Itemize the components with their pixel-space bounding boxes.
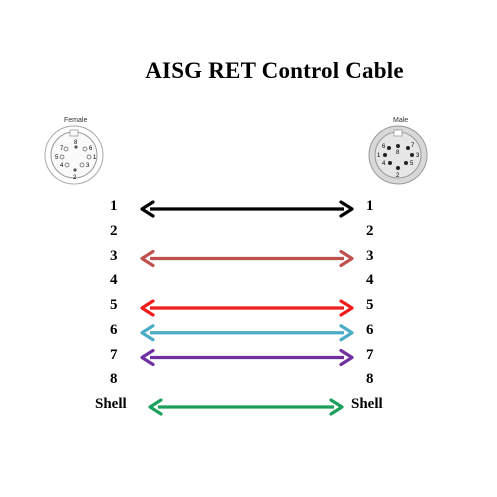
male-pin-label: 8: [396, 150, 400, 156]
wire-arrow: [148, 398, 344, 416]
male-connector-label: Male: [393, 117, 409, 124]
wire-arrow: [140, 200, 354, 218]
right-pin-label: 8: [366, 371, 374, 388]
left-pin-label: 5: [110, 297, 118, 313]
female-connector-label: Female: [64, 117, 88, 124]
female-pin-label: 4: [60, 163, 64, 169]
left-pin-label: 2: [110, 222, 118, 239]
right-pin-label: 6: [366, 321, 374, 338]
female-pin-label: 5: [55, 155, 59, 161]
left-pin-label: 1: [110, 198, 118, 214]
male-pin-label: 3: [416, 153, 420, 159]
right-pin-label: 2: [366, 222, 374, 239]
left-pin-label: 7: [110, 346, 118, 363]
male-pin-label: 4: [382, 161, 386, 167]
left-pin-label: 3: [110, 247, 118, 264]
wire-arrow: [140, 348, 354, 367]
left-pin-label: Shell: [95, 396, 127, 412]
right-pin-label: 7: [366, 346, 374, 363]
female-pin-label: 1: [93, 155, 97, 161]
diagram-title: AISG RET Control Cable: [145, 58, 404, 83]
right-pin-label: Shell: [351, 396, 383, 412]
female-pin-label: 6: [89, 146, 93, 152]
male-pin-label: 5: [410, 161, 414, 167]
wire-arrow: [140, 249, 354, 268]
right-pin-label: 4: [366, 272, 374, 289]
male-connector-icon: 6 8 7 1 3 4 5 2: [368, 125, 428, 185]
male-pin-label: 1: [377, 153, 381, 159]
female-pin-label: 8: [74, 140, 78, 146]
right-pin-label: 3: [366, 247, 374, 264]
right-pin-label: 1: [366, 198, 374, 214]
female-connector-icon: 7 8 6 5 1 4 3 2: [44, 125, 104, 185]
wire-arrow: [140, 324, 354, 342]
left-pin-label: 8: [110, 371, 118, 388]
left-pin-label: 6: [110, 321, 118, 338]
female-pin-label: 3: [86, 163, 90, 169]
male-pin-label: 6: [382, 144, 386, 150]
left-pin-label: 4: [110, 272, 118, 289]
male-pin-label: 7: [411, 143, 415, 149]
male-pin-label: 2: [396, 173, 400, 179]
wire-arrow: [140, 299, 354, 317]
female-pin-label: 2: [73, 175, 77, 181]
right-pin-label: 5: [366, 297, 374, 313]
female-pin-label: 7: [60, 146, 64, 152]
